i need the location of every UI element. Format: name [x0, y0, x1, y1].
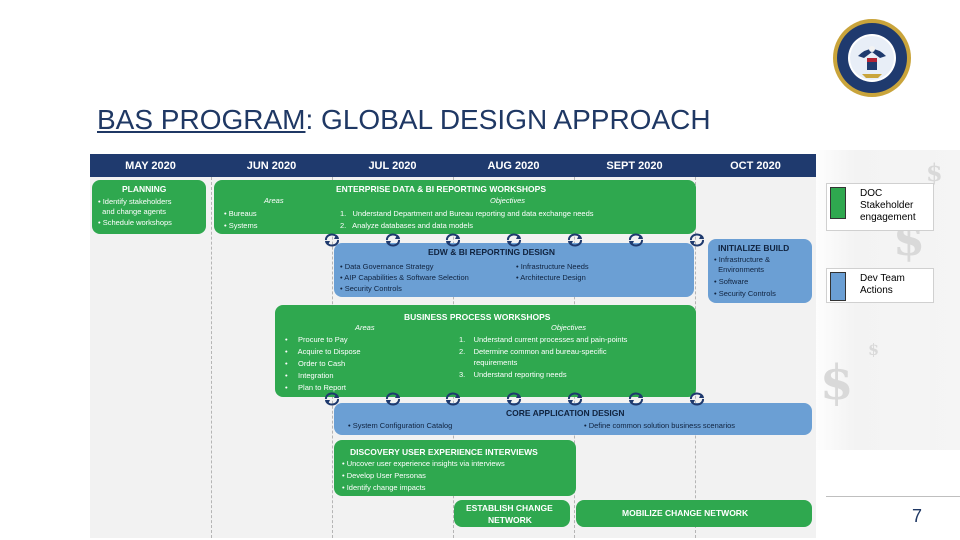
- cycle-arrows-icon: [386, 392, 400, 406]
- planning-item: • Identify stakeholders: [98, 197, 172, 206]
- legend-label-line: Dev Team: [860, 273, 905, 284]
- month-label: JUL 2020: [368, 159, 417, 172]
- month-header-bar: [90, 154, 816, 177]
- planning-item: • Schedule workshops: [98, 218, 172, 227]
- title-program: BAS PROGRAM: [97, 104, 306, 135]
- initialize-build-item: • Infrastructure &: [714, 255, 770, 264]
- legend-label-line: Actions: [860, 285, 893, 296]
- edw-title: EDW & BI REPORTING DESIGN: [428, 247, 556, 257]
- enterprise-area: • Bureaus: [224, 209, 257, 218]
- establish-title-line2: NETWORK: [488, 515, 532, 525]
- edw-item: • AIP Capabilities & Software Selection: [340, 273, 469, 282]
- legend-dev-team: Dev Team Actions: [826, 268, 934, 303]
- cycle-arrows-icon: [690, 392, 704, 406]
- enterprise-area: • Systems: [224, 221, 258, 230]
- bpw-area: • Procure to Pay: [285, 335, 348, 344]
- month-label: MAY 2020: [125, 159, 176, 172]
- bpw-objective: 2. Determine common and bureau-specific: [459, 347, 607, 356]
- title-rest: : GLOBAL DESIGN APPROACH: [305, 104, 711, 135]
- cycle-arrows-icon: [507, 233, 521, 247]
- initialize-build-item: Environments: [714, 265, 765, 274]
- planning-item: and change agents: [98, 207, 166, 216]
- mobilize-title: MOBILIZE CHANGE NETWORK: [622, 508, 749, 518]
- initialize-build-item: • Security Controls: [714, 289, 776, 298]
- edw-item: • Architecture Design: [516, 273, 586, 282]
- month-label: AUG 2020: [487, 159, 540, 172]
- footer-divider: [826, 496, 960, 497]
- slide-title: BAS PROGRAM: GLOBAL DESIGN APPROACH: [97, 104, 711, 136]
- cycle-arrows-icon: [446, 392, 460, 406]
- initialize-build-title: INITIALIZE BUILD: [718, 243, 790, 253]
- enterprise-title: ENTERPRISE DATA & BI REPORTING WORKSHOPS: [336, 184, 546, 194]
- business-process-workshops-box: BUSINESS PROCESS WORKSHOPS Areas Objecti…: [275, 305, 696, 397]
- initialize-build-item: • Software: [714, 277, 749, 286]
- dollar-sign-icon: $: [820, 355, 854, 411]
- bpw-objectives-label: Objectives: [551, 323, 587, 332]
- bpw-area: • Integration: [285, 371, 334, 380]
- bpw-area: • Acquire to Dispose: [285, 347, 361, 356]
- legend-label-line: DOC: [860, 188, 883, 199]
- mobilize-change-network-box: MOBILIZE CHANGE NETWORK: [576, 500, 812, 527]
- bpw-objective: 3. Understand reporting needs: [459, 370, 567, 379]
- edw-design-box: EDW & BI REPORTING DESIGN • Data Governa…: [334, 243, 694, 297]
- discovery-title: DISCOVERY USER EXPERIENCE INTERVIEWS: [350, 447, 538, 457]
- month-label: SEPT 2020: [606, 159, 663, 172]
- bpw-objective: 1. Understand current processes and pain…: [459, 335, 628, 344]
- core-item: • System Configuration Catalog: [348, 421, 453, 430]
- discovery-item: • Develop User Personas: [342, 471, 426, 480]
- cycle-arrows-icon: [690, 233, 704, 247]
- page-number: 7: [912, 506, 923, 526]
- planning-title: PLANNING: [122, 184, 167, 194]
- planning-box: PLANNING • Identify stakeholders and cha…: [92, 180, 206, 234]
- edw-item: • Data Governance Strategy: [340, 262, 434, 271]
- establish-change-network-box: ESTABLISH CHANGE NETWORK: [454, 500, 570, 527]
- cycle-arrows-icon: [629, 233, 643, 247]
- enterprise-workshops-box: ENTERPRISE DATA & BI REPORTING WORKSHOPS…: [214, 180, 696, 234]
- month-label: JUN 2020: [246, 159, 297, 172]
- establish-title-line1: ESTABLISH CHANGE: [466, 503, 553, 513]
- discovery-interviews-box: DISCOVERY USER EXPERIENCE INTERVIEWS • U…: [334, 440, 576, 496]
- legend-label: Dev Team Actions: [860, 273, 905, 297]
- department-seal-logo: [833, 19, 911, 97]
- legend-stakeholder: DOC Stakeholder engagement: [826, 183, 934, 231]
- enterprise-objectives-label: Objectives: [490, 196, 526, 205]
- cycle-arrows-icon: [386, 233, 400, 247]
- enterprise-objective: 2. Analyze databases and data models: [340, 221, 474, 230]
- legend-label: DOC Stakeholder engagement: [860, 188, 916, 224]
- legend-label-line: engagement: [860, 212, 916, 223]
- cycle-arrows-icon: [325, 392, 339, 406]
- dollar-sign-icon: $: [926, 158, 943, 187]
- edw-item: • Security Controls: [340, 284, 402, 293]
- bpw-area: • Order to Cash: [285, 359, 346, 368]
- core-title: CORE APPLICATION DESIGN: [506, 408, 625, 418]
- discovery-item: • Uncover user experience insights via i…: [342, 459, 505, 468]
- bpw-objective: requirements: [459, 358, 518, 367]
- legend-label-line: Stakeholder: [860, 200, 914, 211]
- bpw-title: BUSINESS PROCESS WORKSHOPS: [404, 312, 551, 322]
- cycle-arrows-icon: [629, 392, 643, 406]
- discovery-item: • Identify change impacts: [342, 483, 426, 492]
- dollar-sign-icon: $: [868, 340, 880, 359]
- enterprise-areas-label: Areas: [264, 196, 284, 205]
- core-item: • Define common solution business scenar…: [584, 421, 736, 430]
- edw-item: • Infrastructure Needs: [516, 262, 589, 271]
- enterprise-objective: 1. Understand Department and Bureau repo…: [340, 209, 594, 218]
- bpw-area: • Plan to Report: [285, 383, 346, 392]
- cycle-arrows-icon: [325, 233, 339, 247]
- legend-swatch-blue: [830, 272, 846, 301]
- core-application-design-box: CORE APPLICATION DESIGN • System Configu…: [334, 403, 812, 435]
- cycle-arrows-icon: [507, 392, 521, 406]
- cycle-arrows-icon: [568, 233, 582, 247]
- cycle-arrows-icon: [446, 233, 460, 247]
- cycle-arrows-icon: [568, 392, 582, 406]
- legend-swatch-green: [830, 187, 846, 219]
- month-label: OCT 2020: [730, 159, 781, 172]
- initialize-build-box: INITIALIZE BUILD • Infrastructure & Envi…: [708, 239, 812, 303]
- month-divider: [211, 177, 212, 538]
- bpw-areas-label: Areas: [355, 323, 375, 332]
